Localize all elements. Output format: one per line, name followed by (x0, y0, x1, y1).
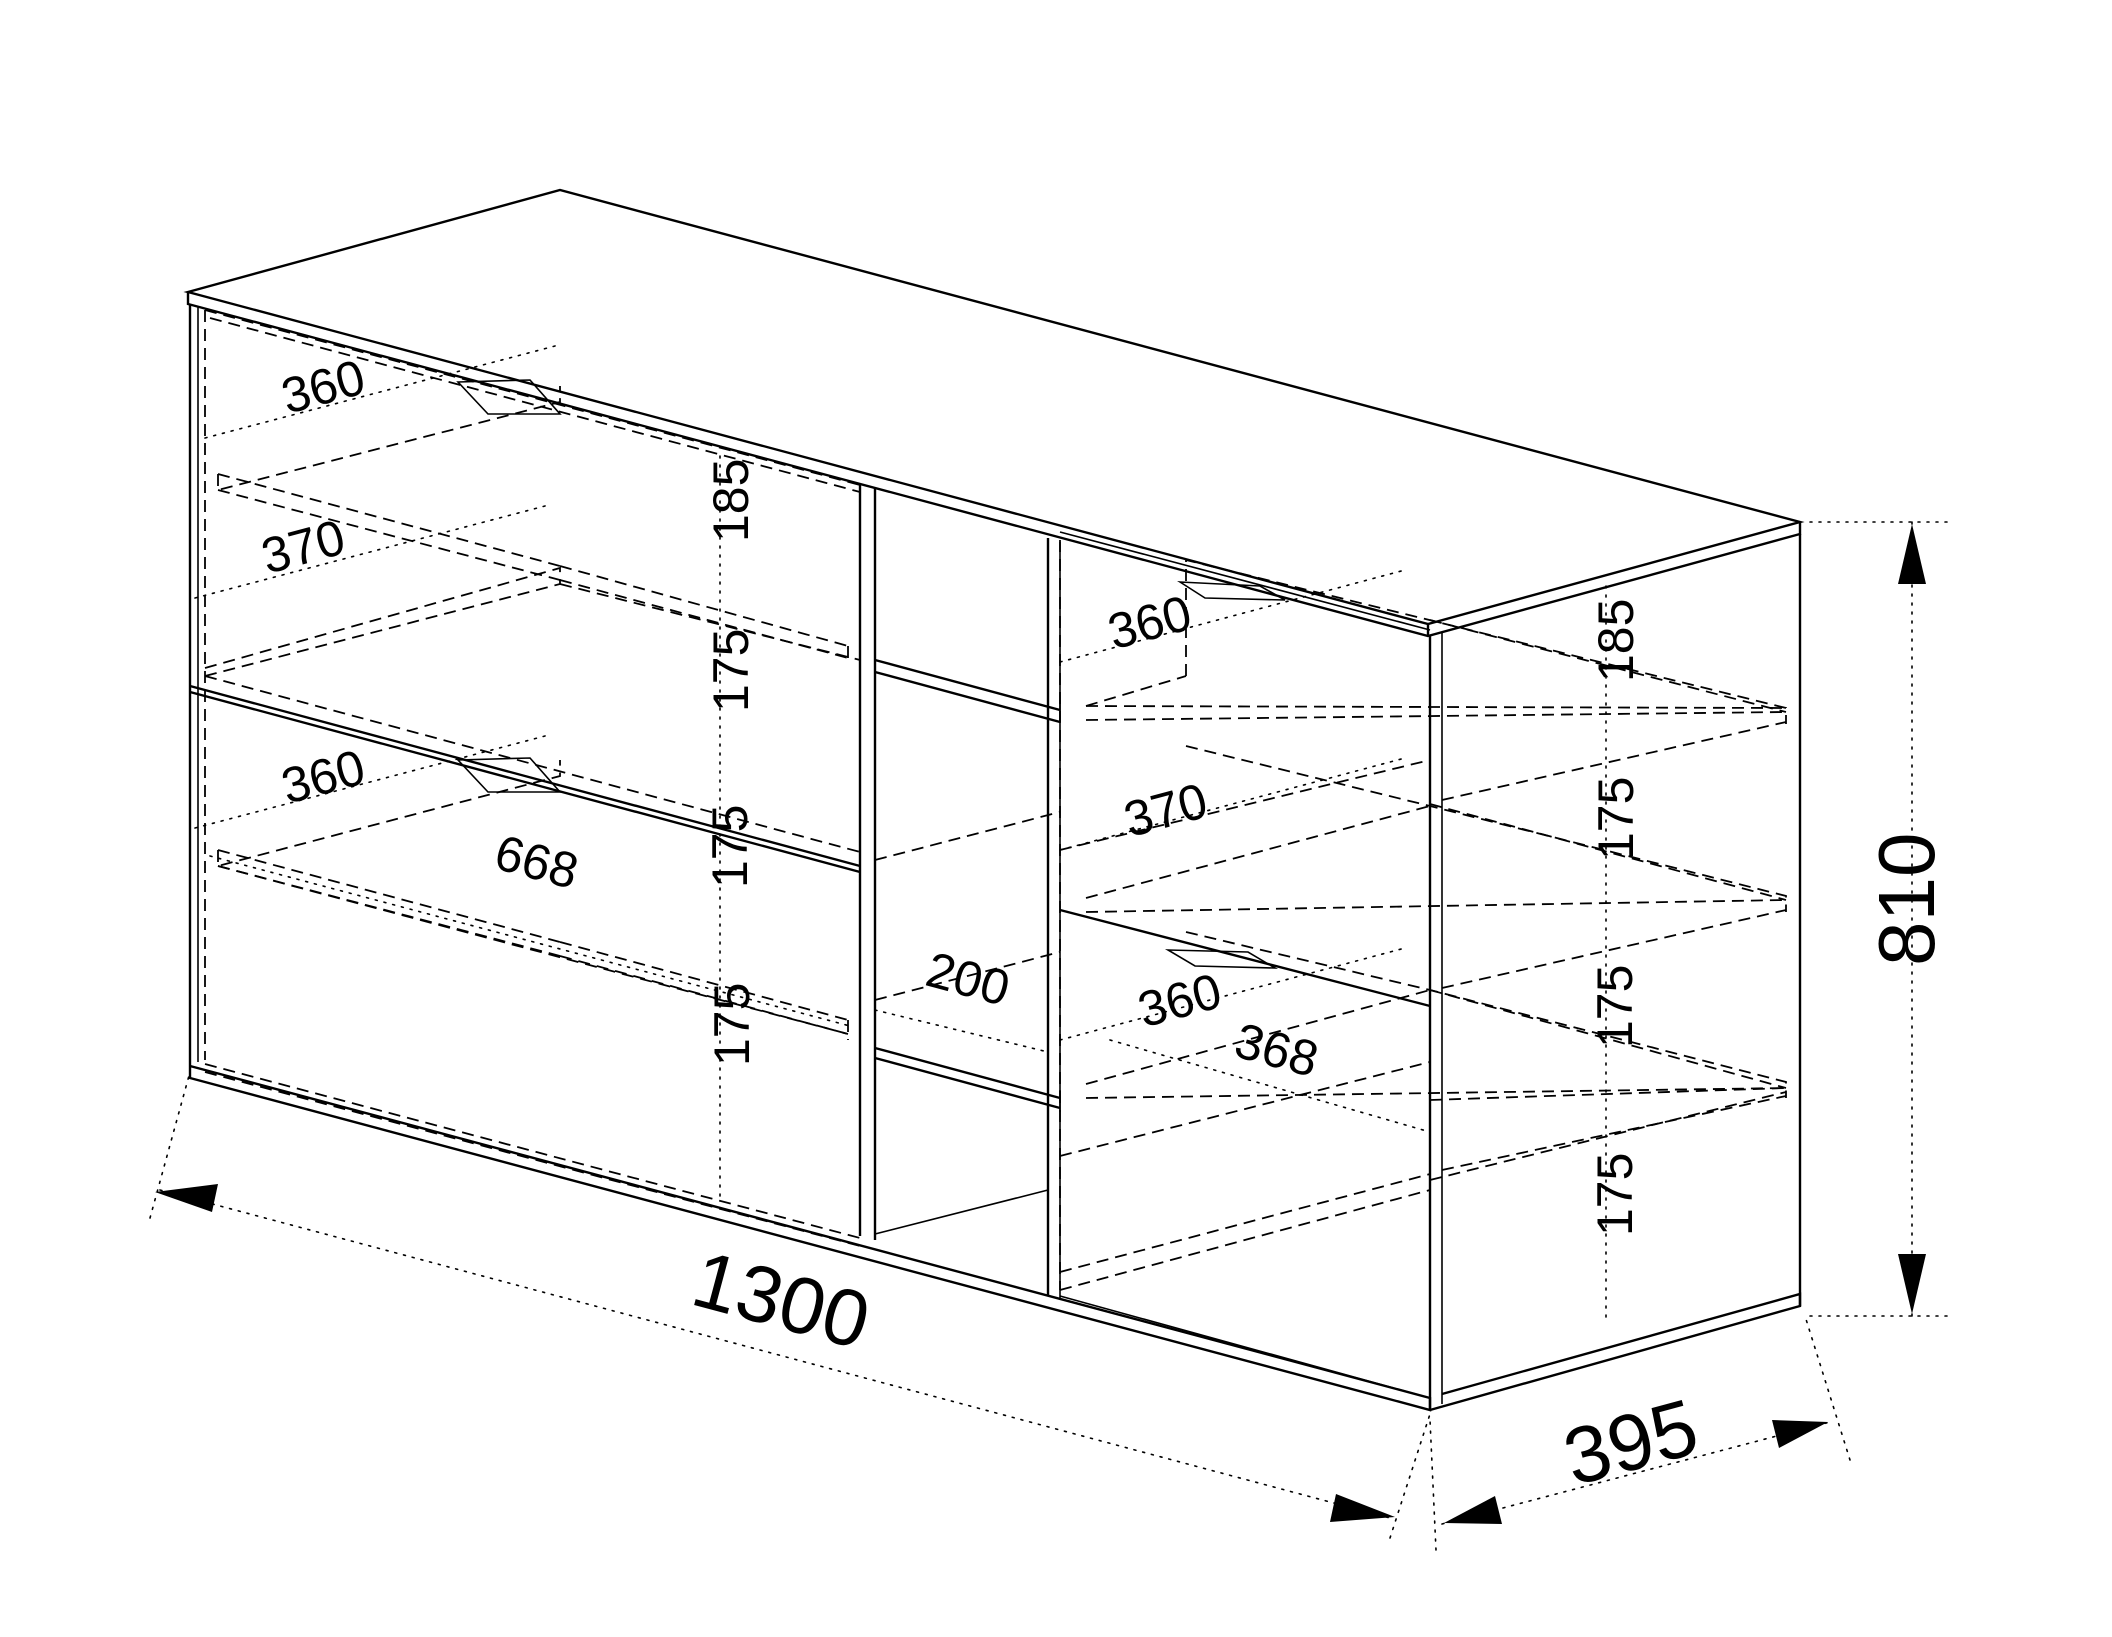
label-right-height-4: 175 (1587, 1153, 1643, 1236)
label-right-drawer-2: 370 (1118, 772, 1213, 848)
label-left-drawer-4: 668 (489, 824, 584, 900)
rail-right-1 (1059, 908, 1431, 1008)
label-right-height-1: 185 (1588, 599, 1644, 682)
label-left-height-2: 175 (703, 629, 759, 712)
arrow-width-left (155, 1184, 218, 1212)
label-right-drawer-3: 360 (1132, 963, 1227, 1039)
handle-1 (456, 379, 562, 415)
label-right-height-3: 175 (1587, 965, 1643, 1048)
arrow-height-top (1898, 524, 1926, 584)
arrow-depth-right (1772, 1420, 1828, 1448)
top-surface (183, 188, 1805, 626)
hidden-drawer-lines (204, 309, 1787, 1291)
handle-2 (456, 757, 562, 793)
arrow-depth-left (1444, 1496, 1502, 1524)
top-front-edge (186, 292, 1802, 638)
label-depth: 395 (1555, 1382, 1707, 1503)
label-left-drawer-3: 360 (276, 739, 371, 815)
cabinet-outline (183, 188, 1805, 1412)
label-left-height-4: 175 (704, 983, 760, 1066)
shelf-bottom (874, 1046, 1061, 1100)
arrow-width-right (1330, 1494, 1395, 1522)
label-middle-shelf: 200 (920, 941, 1015, 1017)
dimension-labels: 1300 810 395 360 370 360 668 185 175 175… (256, 349, 1951, 1503)
shelf-top (874, 658, 1061, 712)
plinth-side (1429, 1292, 1802, 1412)
dimension-lines (149, 345, 1951, 1551)
rail-left-1 (189, 684, 861, 868)
arrow-height-bottom (1898, 1254, 1926, 1314)
label-right-drawer-1: 360 (1102, 585, 1197, 661)
label-height: 810 (1862, 833, 1951, 966)
label-left-height-1: 185 (703, 459, 759, 542)
label-left-height-3: 175 (702, 805, 758, 888)
handle-4 (1164, 949, 1279, 969)
label-left-drawer-1: 360 (276, 349, 371, 425)
handle-3 (1177, 581, 1286, 601)
label-right-height-2: 175 (1588, 777, 1644, 860)
label-left-drawer-2: 370 (256, 509, 351, 585)
